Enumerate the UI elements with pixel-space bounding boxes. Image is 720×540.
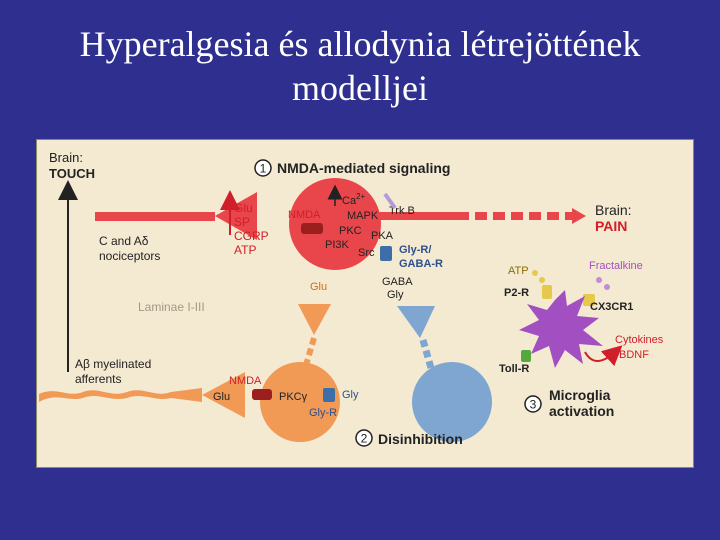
kinase-mapk: MAPK: [347, 210, 379, 222]
brain-touch-label-2: TOUCH: [49, 166, 95, 181]
c-fiber-label-2: nociceptors: [99, 249, 160, 263]
gly-receptor-2: [323, 388, 335, 402]
neuron2-nmda-label: NMDA: [229, 375, 262, 387]
nmda-receptor-2: [252, 389, 272, 400]
ab-fiber-label-1: Aβ myelinated: [75, 357, 151, 371]
slide-title-line2: modelljei: [292, 68, 428, 108]
ab-afferent-terminal: [202, 372, 245, 418]
atp-label: ATP: [508, 265, 529, 277]
diagram-panel: Brain: TOUCH C and Aδ nociceptors Glu SP…: [36, 139, 694, 468]
c-fiber-axon: [95, 212, 215, 221]
transmitter-cgrp: CGRP: [234, 229, 269, 243]
toll-receptor: [521, 350, 531, 362]
brain-pain-label-1: Brain:: [595, 202, 632, 218]
gly-gaba-receptor: [380, 246, 392, 261]
cx3cr1-receptor: [583, 294, 595, 306]
step1-number: 1: [260, 162, 267, 176]
kinase-src: Src: [358, 247, 375, 259]
step3-label-1: Microglia: [549, 387, 611, 403]
ab-fiber-label-2: afferents: [75, 372, 121, 386]
fractalkine-dot: [596, 277, 602, 283]
atp-dot: [532, 270, 538, 276]
gly-r-label: Gly-R/: [399, 244, 431, 256]
neuron2-gly-label: Gly: [342, 389, 359, 401]
neuron1-body: [289, 178, 381, 270]
blue-neuron-dendrite: [419, 339, 435, 369]
step3-badge: [524, 395, 542, 413]
arrow-right-icon: [572, 208, 586, 224]
step3-number: 3: [530, 398, 537, 412]
gaba-r-label: GABA-R: [399, 258, 443, 270]
pkc-gamma-label: PKCγ: [279, 391, 308, 403]
laminae-label: Laminae I-III: [138, 300, 205, 314]
kinase-pka: PKA: [371, 230, 394, 242]
orange-presynaptic-terminal: [298, 304, 331, 335]
p2-receptor: [542, 285, 552, 299]
gly-label: Gly: [387, 289, 404, 301]
transmitter-atp: ATP: [234, 243, 256, 257]
brain-touch-label-1: Brain:: [49, 150, 83, 165]
brain-pain-label-2: PAIN: [595, 218, 627, 234]
atp-dot: [539, 277, 545, 283]
neuron2-glu-label: Glu: [213, 391, 230, 403]
fractalkine-label: Fractalkine: [589, 260, 643, 272]
slide-title: Hyperalgesia és allodynia létrejöttének …: [0, 22, 720, 110]
inhibitory-neuron: [412, 362, 492, 442]
step3-label-2: activation: [549, 403, 614, 419]
c-fiber-label-1: C and Aδ: [99, 234, 149, 248]
trkb-label: Trk.B: [389, 205, 415, 217]
slide-title-line1: Hyperalgesia és allodynia létrejöttének: [79, 24, 641, 64]
p2r-label: P2-R: [504, 287, 529, 299]
glu-mid-label: Glu: [310, 281, 327, 293]
nmda-receptor: [301, 223, 323, 234]
step1-label: NMDA-mediated signaling: [277, 160, 450, 176]
kinase-pkc: PKC: [339, 225, 362, 237]
neuron1-nmda-label: NMDA: [288, 209, 321, 221]
cytokines-label: Cytokines: [615, 334, 664, 346]
fractalkine-dot: [604, 284, 610, 290]
diagram: Brain: TOUCH C and Aδ nociceptors Glu SP…: [39, 150, 664, 447]
microglia-cell: [519, 290, 603, 368]
step2-number: 2: [361, 432, 368, 446]
curved-arrow-icon: [584, 345, 623, 367]
toll-r-label: Toll-R: [499, 363, 529, 375]
blue-presynaptic-terminal: [397, 306, 435, 338]
step2-label: Disinhibition: [378, 431, 463, 447]
neuron2-body: [260, 362, 340, 442]
c-fiber-terminal: [215, 192, 257, 240]
transmitter-sp: SP: [234, 215, 250, 229]
transmitter-glu: Glu: [234, 201, 253, 215]
gaba-label: GABA: [382, 276, 413, 288]
kinase-pi3k: PI3K: [325, 239, 350, 251]
step2-badge: [355, 429, 373, 447]
step1-badge: [254, 159, 272, 177]
bdnf-label: BDNF: [619, 349, 649, 361]
trkb-receptor: [383, 192, 397, 210]
neuron1-ca: Ca2+: [342, 192, 366, 207]
ab-afferent-axon: [39, 388, 202, 402]
neuron2-glyr-label: Gly-R: [309, 407, 337, 419]
cx3cr1-label: CX3CR1: [590, 301, 633, 313]
orange-neuron-dendrite: [303, 337, 317, 366]
